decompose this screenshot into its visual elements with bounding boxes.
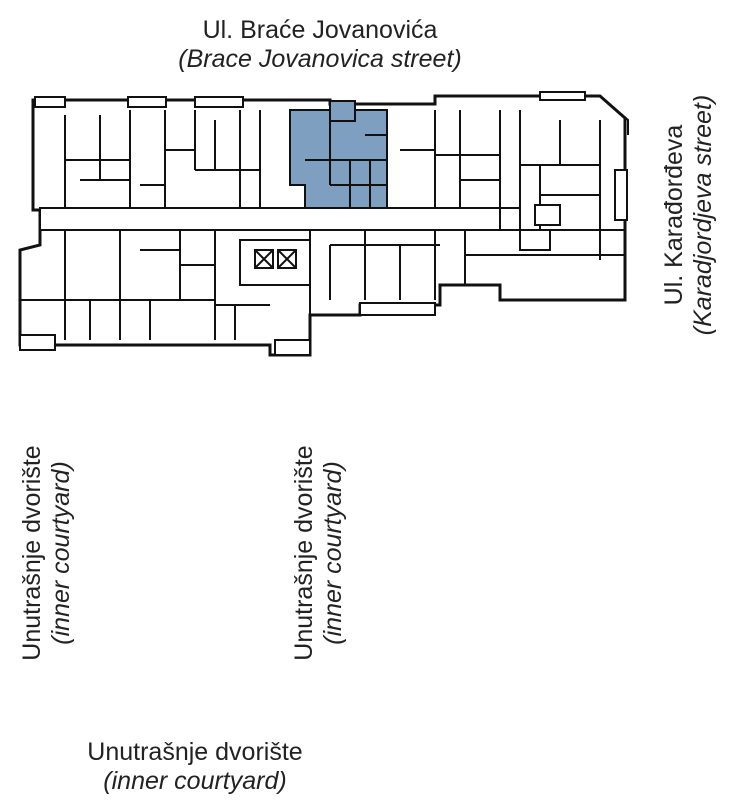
- balcony: [34, 96, 66, 108]
- top-street-name-en: (Brace Jovanovica street): [178, 44, 462, 73]
- balcony: [19, 334, 56, 351]
- balcony: [194, 96, 244, 108]
- courtyard-bottom-name: Unutrašnje dvorište: [87, 738, 303, 766]
- corridor: [39, 207, 521, 231]
- balcony: [359, 302, 436, 316]
- room: [534, 204, 561, 226]
- lower-right-walls: [309, 230, 500, 315]
- top-street-label: Ul. Braće Jovanovića (Brace Jovanovica s…: [110, 16, 530, 74]
- highlighted-unit-balcony: [329, 100, 356, 122]
- elevator-cross: [277, 249, 297, 269]
- stair-core: [239, 239, 311, 286]
- balcony: [539, 91, 586, 101]
- balcony: [274, 339, 311, 356]
- lower-left-walls: [20, 230, 270, 340]
- corner-pillar: [614, 169, 628, 221]
- corner-detail: [599, 95, 629, 135]
- upper-left-walls: [64, 110, 261, 208]
- courtyard-bottom-name-en: (inner courtyard): [103, 766, 287, 795]
- room: [519, 229, 551, 251]
- elevator-cross: [254, 249, 274, 269]
- courtyard-bottom-label: Unutrašnje dvorište (inner courtyard): [20, 738, 370, 796]
- balcony: [127, 96, 167, 108]
- top-street-name: Ul. Braće Jovanovića: [202, 16, 438, 44]
